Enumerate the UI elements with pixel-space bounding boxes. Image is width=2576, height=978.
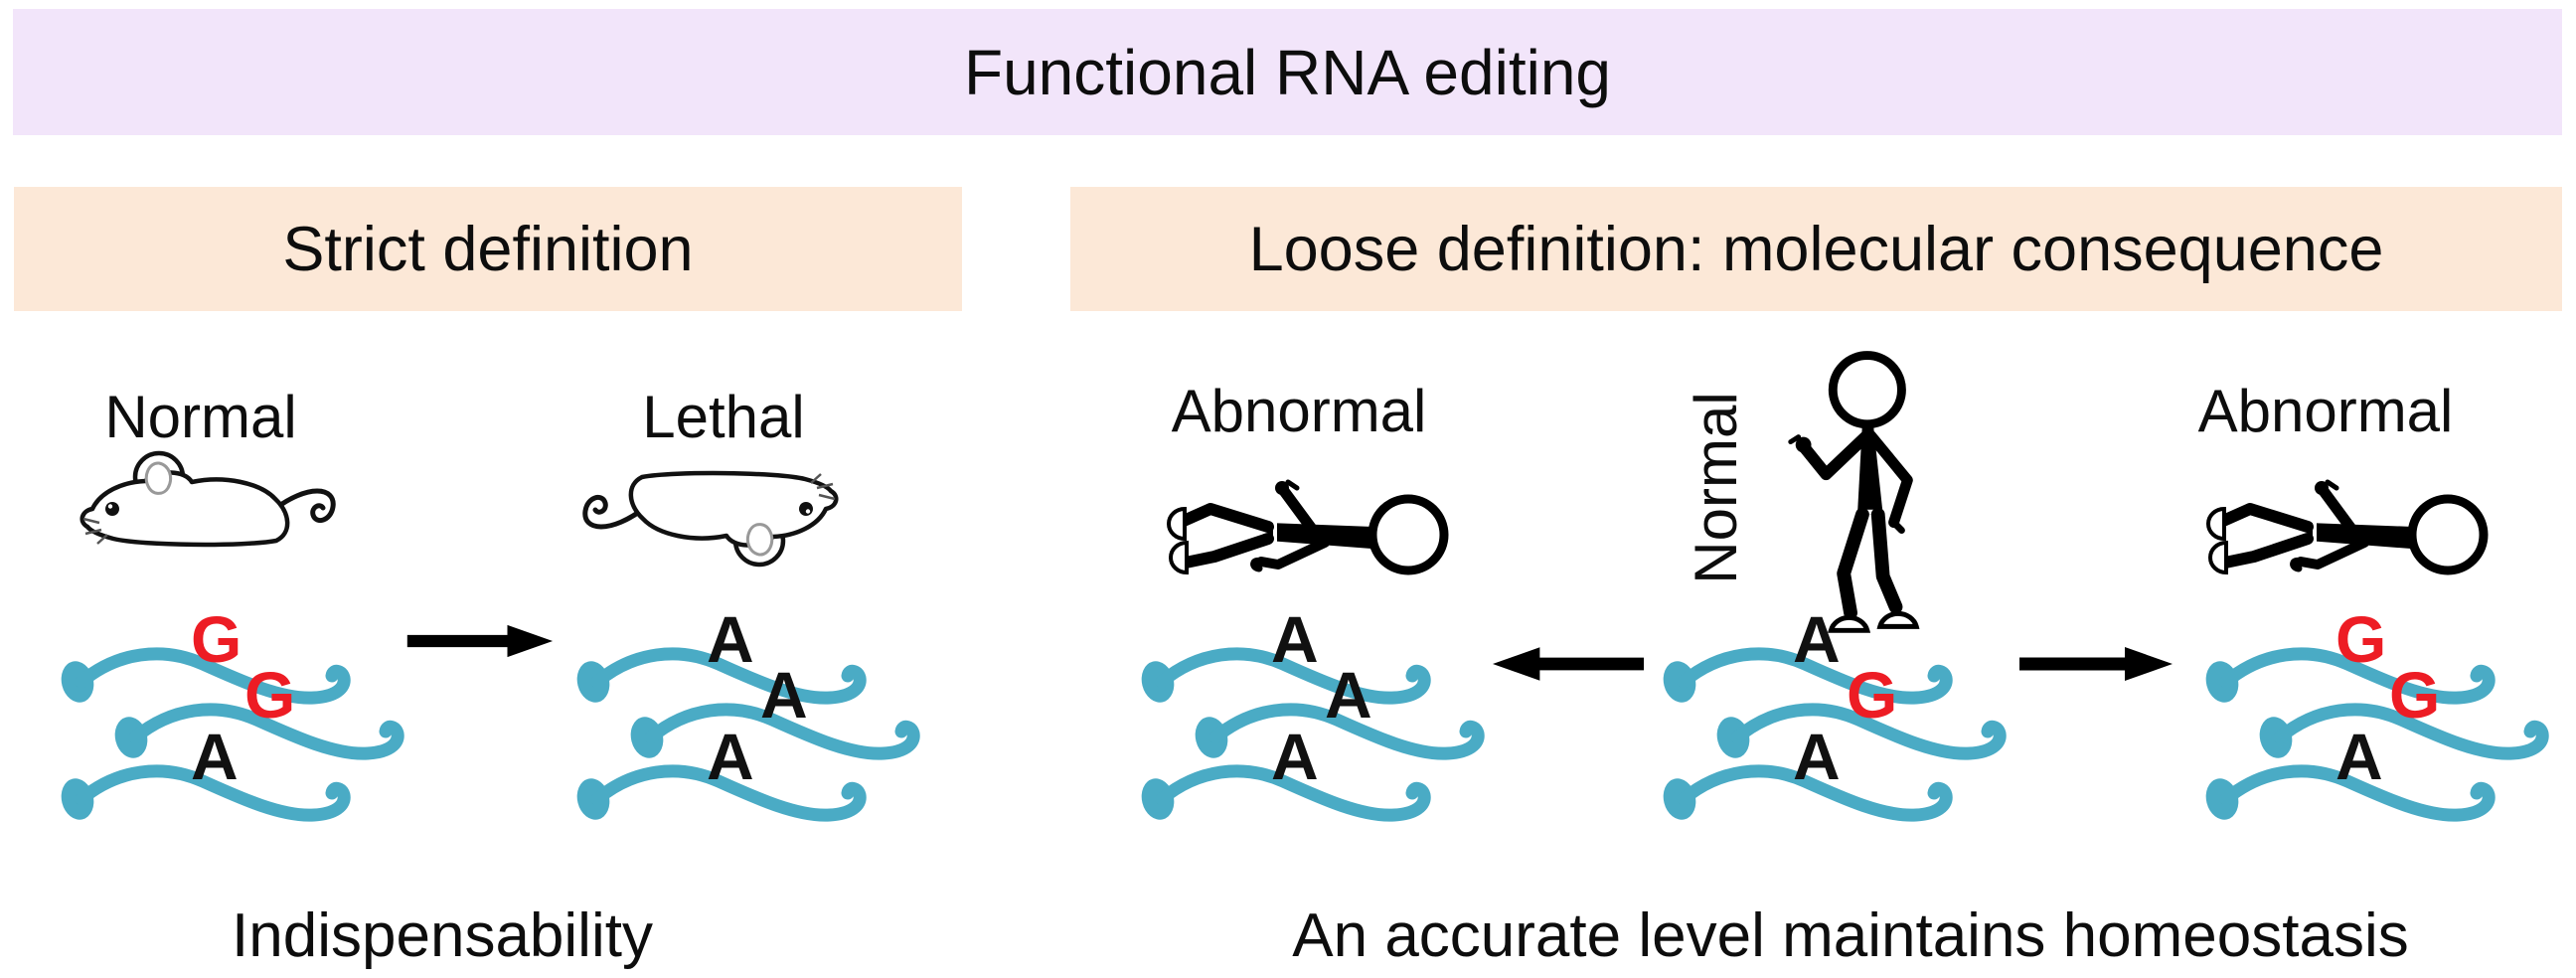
dead-mouse-icon — [574, 459, 843, 570]
rna-base-letter-edited: G — [2389, 658, 2441, 732]
walking-person-icon — [1772, 344, 1939, 636]
rna-strand-icon — [1195, 703, 1485, 760]
fallen-person-icon — [1161, 475, 1451, 584]
rna-strand-row: A — [1192, 662, 1520, 775]
loose-abnormal-left-label: Abnormal — [1171, 378, 1427, 444]
rna-strand-row: A — [627, 662, 955, 775]
rna-base-letter: A — [1793, 720, 1841, 793]
rna-strand-row: A — [1660, 724, 1988, 837]
rna-base-letter-edited: G — [1847, 658, 1898, 732]
rna-strand-icon — [2259, 703, 2549, 760]
rna-strand-row: A — [2202, 724, 2530, 837]
arrow-right-icon — [2015, 646, 2174, 682]
rna-strand-icon — [576, 764, 867, 822]
rna-base-letter: A — [707, 602, 754, 676]
rna-base-letter: A — [707, 720, 754, 793]
strict-normal-label: Normal — [104, 384, 297, 450]
rna-strand-icon — [61, 647, 351, 705]
rna-strand-icon — [1141, 647, 1431, 705]
rna-strand-row: G — [111, 662, 439, 775]
rna-base-letter-edited: G — [2335, 602, 2387, 676]
loose-definition-header-label: Loose definition: molecular consequence — [1248, 214, 2384, 284]
rna-strand-row: A — [1138, 606, 1466, 720]
rna-strand-row: A — [573, 724, 901, 837]
loose-abnormal-right-label: Abnormal — [2197, 378, 2454, 444]
rna-base-letter: A — [191, 720, 239, 793]
rna-strand-icon — [1716, 703, 2007, 760]
mouse-icon — [76, 447, 344, 559]
rna-strand-icon — [2205, 647, 2496, 705]
strict-definition-header: Strict definition — [14, 187, 962, 311]
rna-strand-row: G — [2202, 606, 2530, 720]
rna-base-letter: A — [1271, 720, 1319, 793]
rna-strand-row: G — [2256, 662, 2576, 775]
rna-base-letter-edited: G — [244, 658, 296, 732]
rna-strand-icon — [61, 764, 351, 822]
rna-strand-row: A — [573, 606, 901, 720]
arrow-left-icon — [1491, 646, 1648, 682]
rna-strand-row: A — [1138, 724, 1466, 837]
title-banner: Functional RNA editing — [13, 9, 2562, 135]
rna-base-letter: A — [1325, 658, 1372, 732]
fallen-person-icon — [2200, 475, 2491, 584]
rna-strand-icon — [630, 703, 920, 760]
rna-base-letter: A — [1271, 602, 1319, 676]
rna-strand-icon — [576, 647, 867, 705]
rna-strand-icon — [1663, 764, 1953, 822]
rna-strand-icon — [2205, 764, 2496, 822]
strict-definition-header-label: Strict definition — [282, 214, 694, 284]
strict-lethal-label: Lethal — [642, 384, 805, 450]
rna-base-letter: A — [2335, 720, 2383, 793]
rna-strand-row: G — [58, 606, 386, 720]
rna-base-letter-edited: G — [191, 602, 242, 676]
loose-definition-header: Loose definition: molecular consequence — [1070, 187, 2562, 311]
rna-strand-icon — [114, 703, 404, 760]
loose-caption: An accurate level maintains homeostasis — [1292, 901, 2409, 970]
rna-base-letter: A — [1793, 602, 1841, 676]
rna-strand-icon — [1141, 764, 1431, 822]
figure-title: Functional RNA editing — [963, 36, 1612, 108]
rna-strand-row: G — [1713, 662, 2041, 775]
rna-strand-icon — [1663, 647, 1953, 705]
rna-base-letter: A — [760, 658, 808, 732]
rna-strand-row: A — [58, 724, 386, 837]
strict-caption: Indispensability — [232, 901, 653, 970]
arrow-right-icon — [403, 623, 555, 659]
rna-strand-row: A — [1660, 606, 1988, 720]
